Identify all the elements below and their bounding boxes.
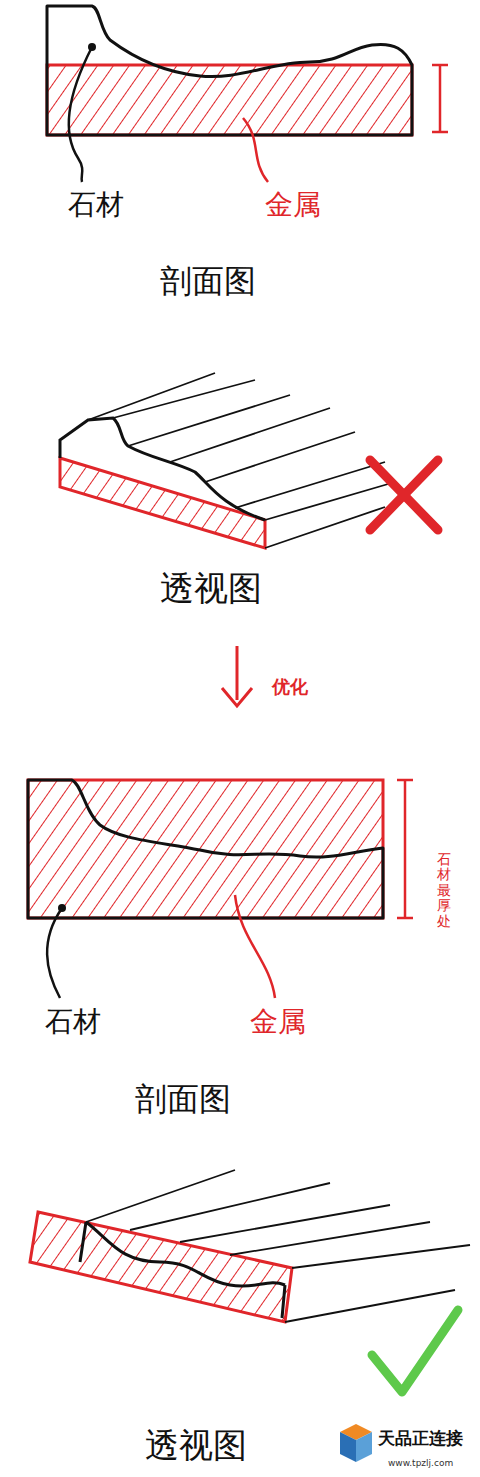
- stone-outline: [60, 418, 265, 520]
- watermark: www.tpzlj.com: [388, 1458, 453, 1469]
- step-note: 优化: [272, 676, 308, 698]
- leader-line: [235, 895, 275, 998]
- leader-line: [243, 118, 268, 182]
- stone-outline: [86, 1222, 285, 1286]
- perspective-lines: [88, 373, 395, 548]
- stone-outline: [28, 780, 383, 918]
- part-name: 石材: [68, 188, 124, 222]
- part-name: 金属: [250, 1005, 306, 1039]
- dimension-bracket: [432, 65, 448, 132]
- metal-section: [28, 780, 383, 918]
- perspective-lines: [86, 1170, 470, 1322]
- down-arrow: [222, 646, 252, 706]
- view-caption: 剖面图: [160, 262, 256, 300]
- dimension-bracket: [397, 780, 413, 918]
- stone-outline: [47, 6, 412, 135]
- leader-line: [47, 908, 62, 998]
- view-caption: 剖面图: [135, 1080, 231, 1118]
- watermark: 天品正连接: [378, 1428, 463, 1448]
- dimension-note: 石材最厚处: [437, 852, 451, 929]
- part-name: 石材: [45, 1005, 101, 1039]
- leader-line: [69, 47, 92, 182]
- right-mark: [372, 1310, 458, 1392]
- view-caption: 透视图: [160, 568, 262, 609]
- view-caption: 透视图: [145, 1425, 247, 1466]
- logo-icon: [340, 1424, 372, 1462]
- stone-outline: [80, 1222, 285, 1318]
- wrong-mark: [370, 460, 438, 530]
- part-name: 金属: [265, 188, 321, 222]
